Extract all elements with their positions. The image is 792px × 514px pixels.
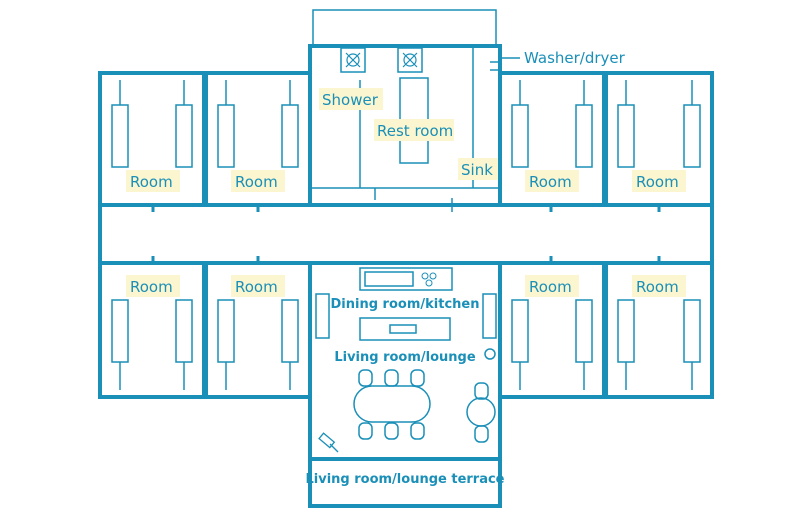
label-sink: Sink [461, 161, 493, 179]
toilet-fixture-icon [402, 52, 418, 68]
bed-shapes [111, 80, 701, 390]
cleaning-tool-icon [318, 432, 339, 453]
label-washer-dryer: Washer/dryer [524, 49, 626, 67]
door-ticks [151, 203, 661, 265]
label-dining-kitchen: Dining room/kitchen [331, 297, 480, 312]
stove-icon [421, 272, 437, 287]
label-room-2: Room [235, 173, 278, 191]
label-room-4: Room [636, 173, 679, 191]
label-terrace: Living room/lounge terrace [305, 472, 504, 487]
shower-fixture-icon [345, 52, 361, 68]
label-shower: Shower [322, 91, 379, 109]
label-living-lounge: Living room/lounge [334, 350, 476, 365]
labels: Shower Rest room Sink Washer/dryer Room … [126, 49, 686, 487]
label-room-5: Room [130, 278, 173, 296]
corridor [98, 205, 714, 263]
service-block [308, 9, 502, 212]
label-room-3: Room [529, 173, 572, 191]
label-room-8: Room [636, 278, 679, 296]
label-room-1: Room [130, 173, 173, 191]
label-room-6: Room [235, 278, 278, 296]
living-block [308, 261, 502, 508]
label-room-7: Room [529, 278, 572, 296]
label-rest-room: Rest room [377, 122, 453, 140]
